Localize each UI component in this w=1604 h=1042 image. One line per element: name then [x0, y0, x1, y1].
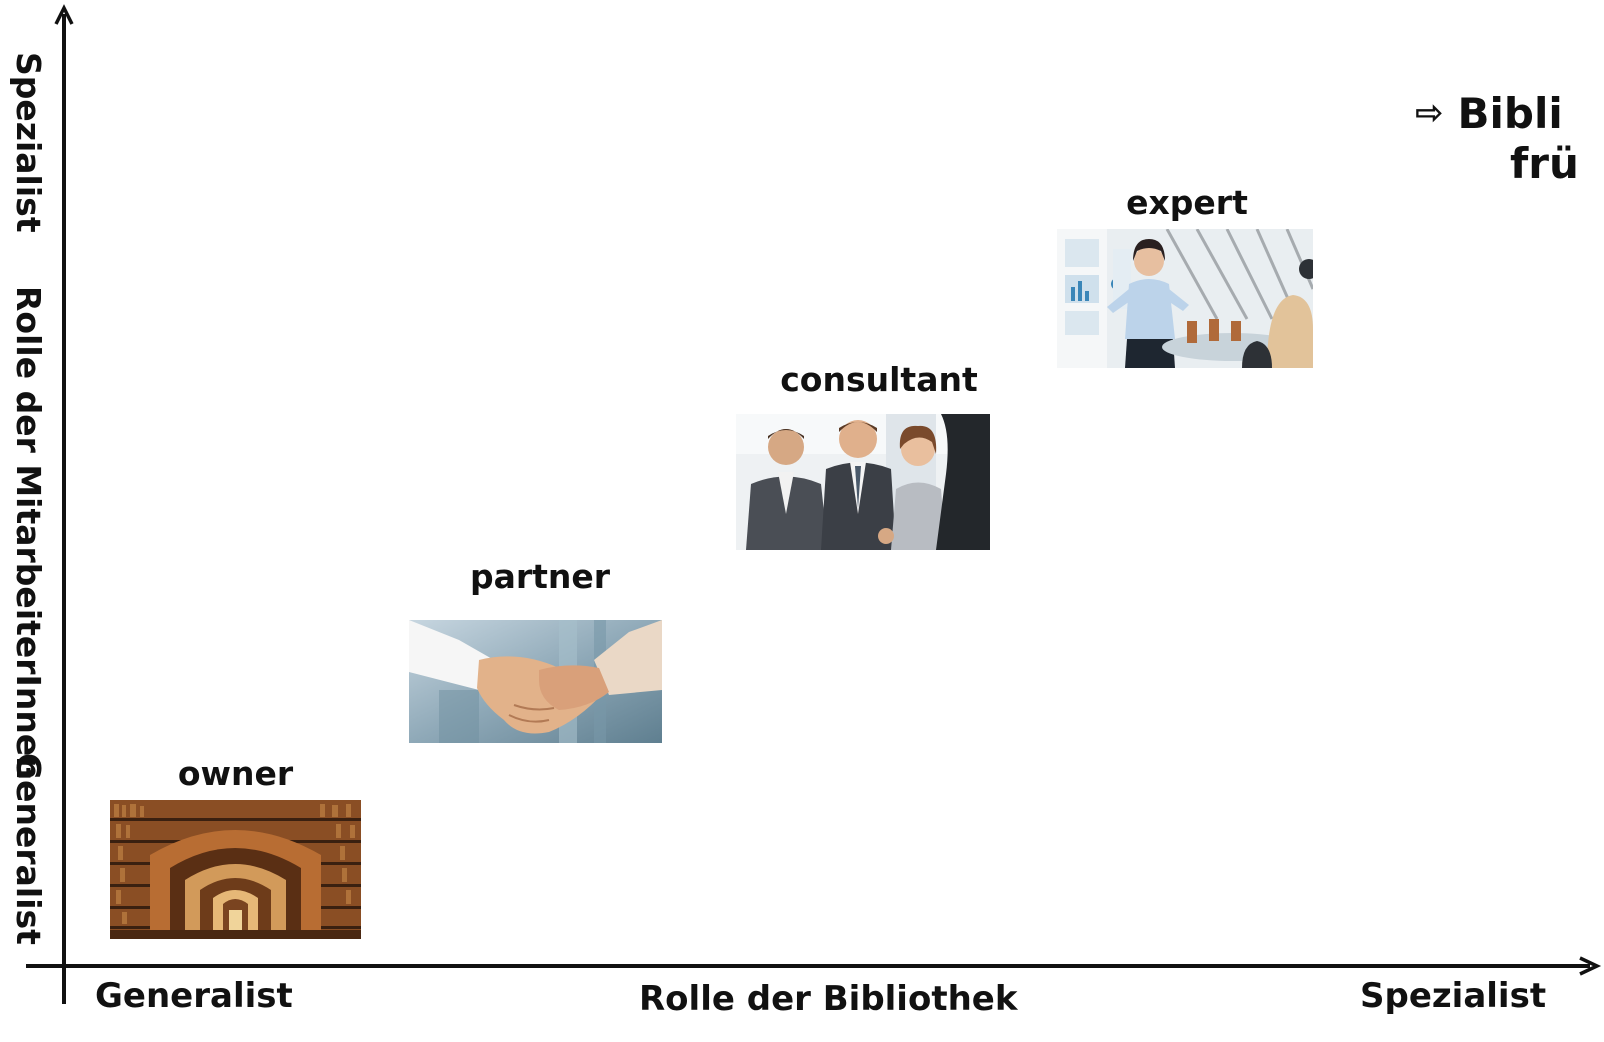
x-axis-label-right: Spezialist	[1360, 976, 1547, 1016]
stage-label-owner: owner	[177, 754, 294, 793]
x-axis-label-left: Generalist	[95, 976, 293, 1016]
headline-line1: Bibli	[1457, 89, 1563, 138]
handshake-photo	[409, 620, 662, 743]
stage-label-consultant: consultant	[780, 360, 978, 399]
headline-line2: frü	[1510, 139, 1579, 188]
x-axis-label-center: Rolle der Bibliothek	[639, 979, 1018, 1019]
library-archway-photo	[110, 800, 361, 939]
y-axis-arrowhead	[54, 4, 74, 25]
headline: ⇨ Bibli frü	[1415, 88, 1579, 189]
y-axis-label-top: Spezialist	[9, 52, 48, 233]
right-arrow-outline-icon: ⇨	[1415, 93, 1444, 133]
y-axis-label-bottom: Generalist	[9, 753, 48, 945]
y-axis-label-center: Rolle der MitarbeiterInnen	[9, 286, 48, 780]
presenter-photo	[1057, 229, 1313, 368]
stage-label-expert: expert	[1126, 183, 1248, 222]
business-team-photo	[736, 414, 990, 550]
x-axis-arrowhead	[1579, 956, 1602, 976]
stage-label-partner: partner	[469, 557, 611, 596]
